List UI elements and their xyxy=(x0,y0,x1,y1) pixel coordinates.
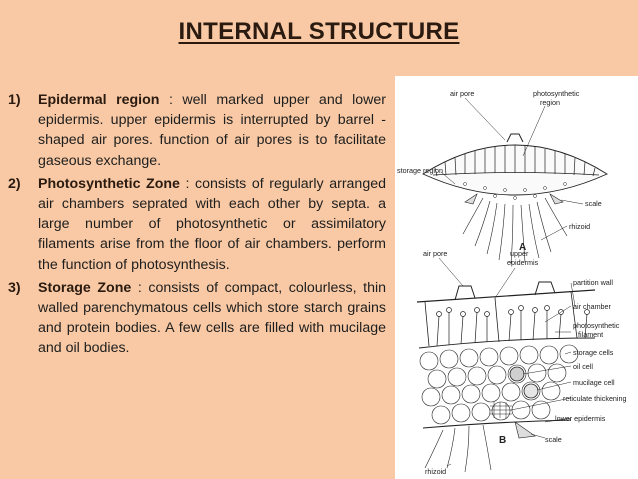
label-air-pore-a: air pore xyxy=(450,89,474,98)
label-photosynthetic-region-a-1: photosynthetic xyxy=(533,89,580,98)
point-term: Epidermal region xyxy=(38,92,160,108)
rhizoids-a xyxy=(462,197,568,265)
label-scale-a: scale xyxy=(585,199,602,208)
label-lower-epidermis-b: lower epidermis xyxy=(555,414,606,423)
label-air-chamber-b: air chamber xyxy=(573,302,612,311)
point-number: 2) xyxy=(8,175,21,192)
point-text: Storage Zone : consists of compact, colo… xyxy=(38,278,386,359)
label-upper-epidermis-b-2: epidermis xyxy=(507,258,539,267)
diagram-a xyxy=(422,97,608,265)
label-photosynthetic-filament-b-1: photosynthetic xyxy=(573,321,620,330)
label-reticulate-thickening-b: reticulate thickening xyxy=(563,394,627,403)
thallus-diagram: air pore photosynthetic region storage r… xyxy=(395,76,638,479)
rhizoids-b xyxy=(424,424,492,473)
oil-cell-b xyxy=(509,366,525,382)
thallus-diagram-svg: air pore photosynthetic region storage r… xyxy=(397,89,627,476)
label-letter-b: B xyxy=(499,435,506,446)
diagram-b xyxy=(416,257,596,473)
label-scale-b: scale xyxy=(545,435,562,444)
label-partition-wall-b: partition wall xyxy=(573,278,613,287)
photosynthetic-filaments-b xyxy=(436,305,590,347)
label-oil-cell-b: oil cell xyxy=(573,362,593,371)
air-pore-a xyxy=(506,133,524,143)
storage-cells-b xyxy=(419,344,579,425)
label-storage-region-a: storage region xyxy=(397,166,443,175)
label-photosynthetic-filament-b-2: filament xyxy=(578,330,603,339)
slide-title: INTERNAL STRUCTURE xyxy=(178,18,460,45)
partition-walls-b xyxy=(424,291,578,347)
point-storage-zone: 3) Storage Zone : consists of compact, c… xyxy=(8,278,386,359)
scale-a xyxy=(549,193,564,205)
label-photosynthetic-region-a-2: region xyxy=(540,98,560,107)
label-mucilage-cell-b: mucilage cell xyxy=(573,378,615,387)
photosynthetic-region-a xyxy=(432,145,600,177)
reticulate-thickening-b xyxy=(490,402,512,418)
point-description: : well marked upper and lower epidermis.… xyxy=(38,92,387,169)
point-number: 3) xyxy=(8,279,21,296)
point-epidermal-region: 1) Epidermal region : well marked upper … xyxy=(8,90,386,171)
label-rhizoid-b: rhizoid xyxy=(425,467,446,476)
storage-region-a xyxy=(463,182,567,200)
point-text: Epidermal region : well marked upper and… xyxy=(38,90,386,171)
point-description: : consists of compact, colourless, thin … xyxy=(38,279,386,357)
point-term: Storage Zone xyxy=(38,279,132,296)
scale-b xyxy=(514,421,536,439)
point-number: 1) xyxy=(8,92,21,108)
label-rhizoid-a: rhizoid xyxy=(569,222,590,231)
label-letter-a: A xyxy=(519,242,526,253)
point-description: : consists of regularly arranged air cha… xyxy=(38,175,386,273)
mucilage-cell-b xyxy=(523,383,539,399)
air-pore-b xyxy=(454,285,476,301)
points-list: 1) Epidermal region : well marked upper … xyxy=(8,90,386,362)
point-text: Photosynthetic Zone : consists of regula… xyxy=(38,174,386,275)
point-photosynthetic-zone: 2) Photosynthetic Zone : consists of reg… xyxy=(8,174,386,275)
label-upper-epidermis-b-1: upper xyxy=(510,249,529,258)
label-storage-cells-b: storage cells xyxy=(573,348,614,357)
point-term: Photosynthetic Zone xyxy=(38,175,180,192)
label-air-pore-b: air pore xyxy=(423,249,447,258)
upper-epidermis-b xyxy=(416,289,596,303)
